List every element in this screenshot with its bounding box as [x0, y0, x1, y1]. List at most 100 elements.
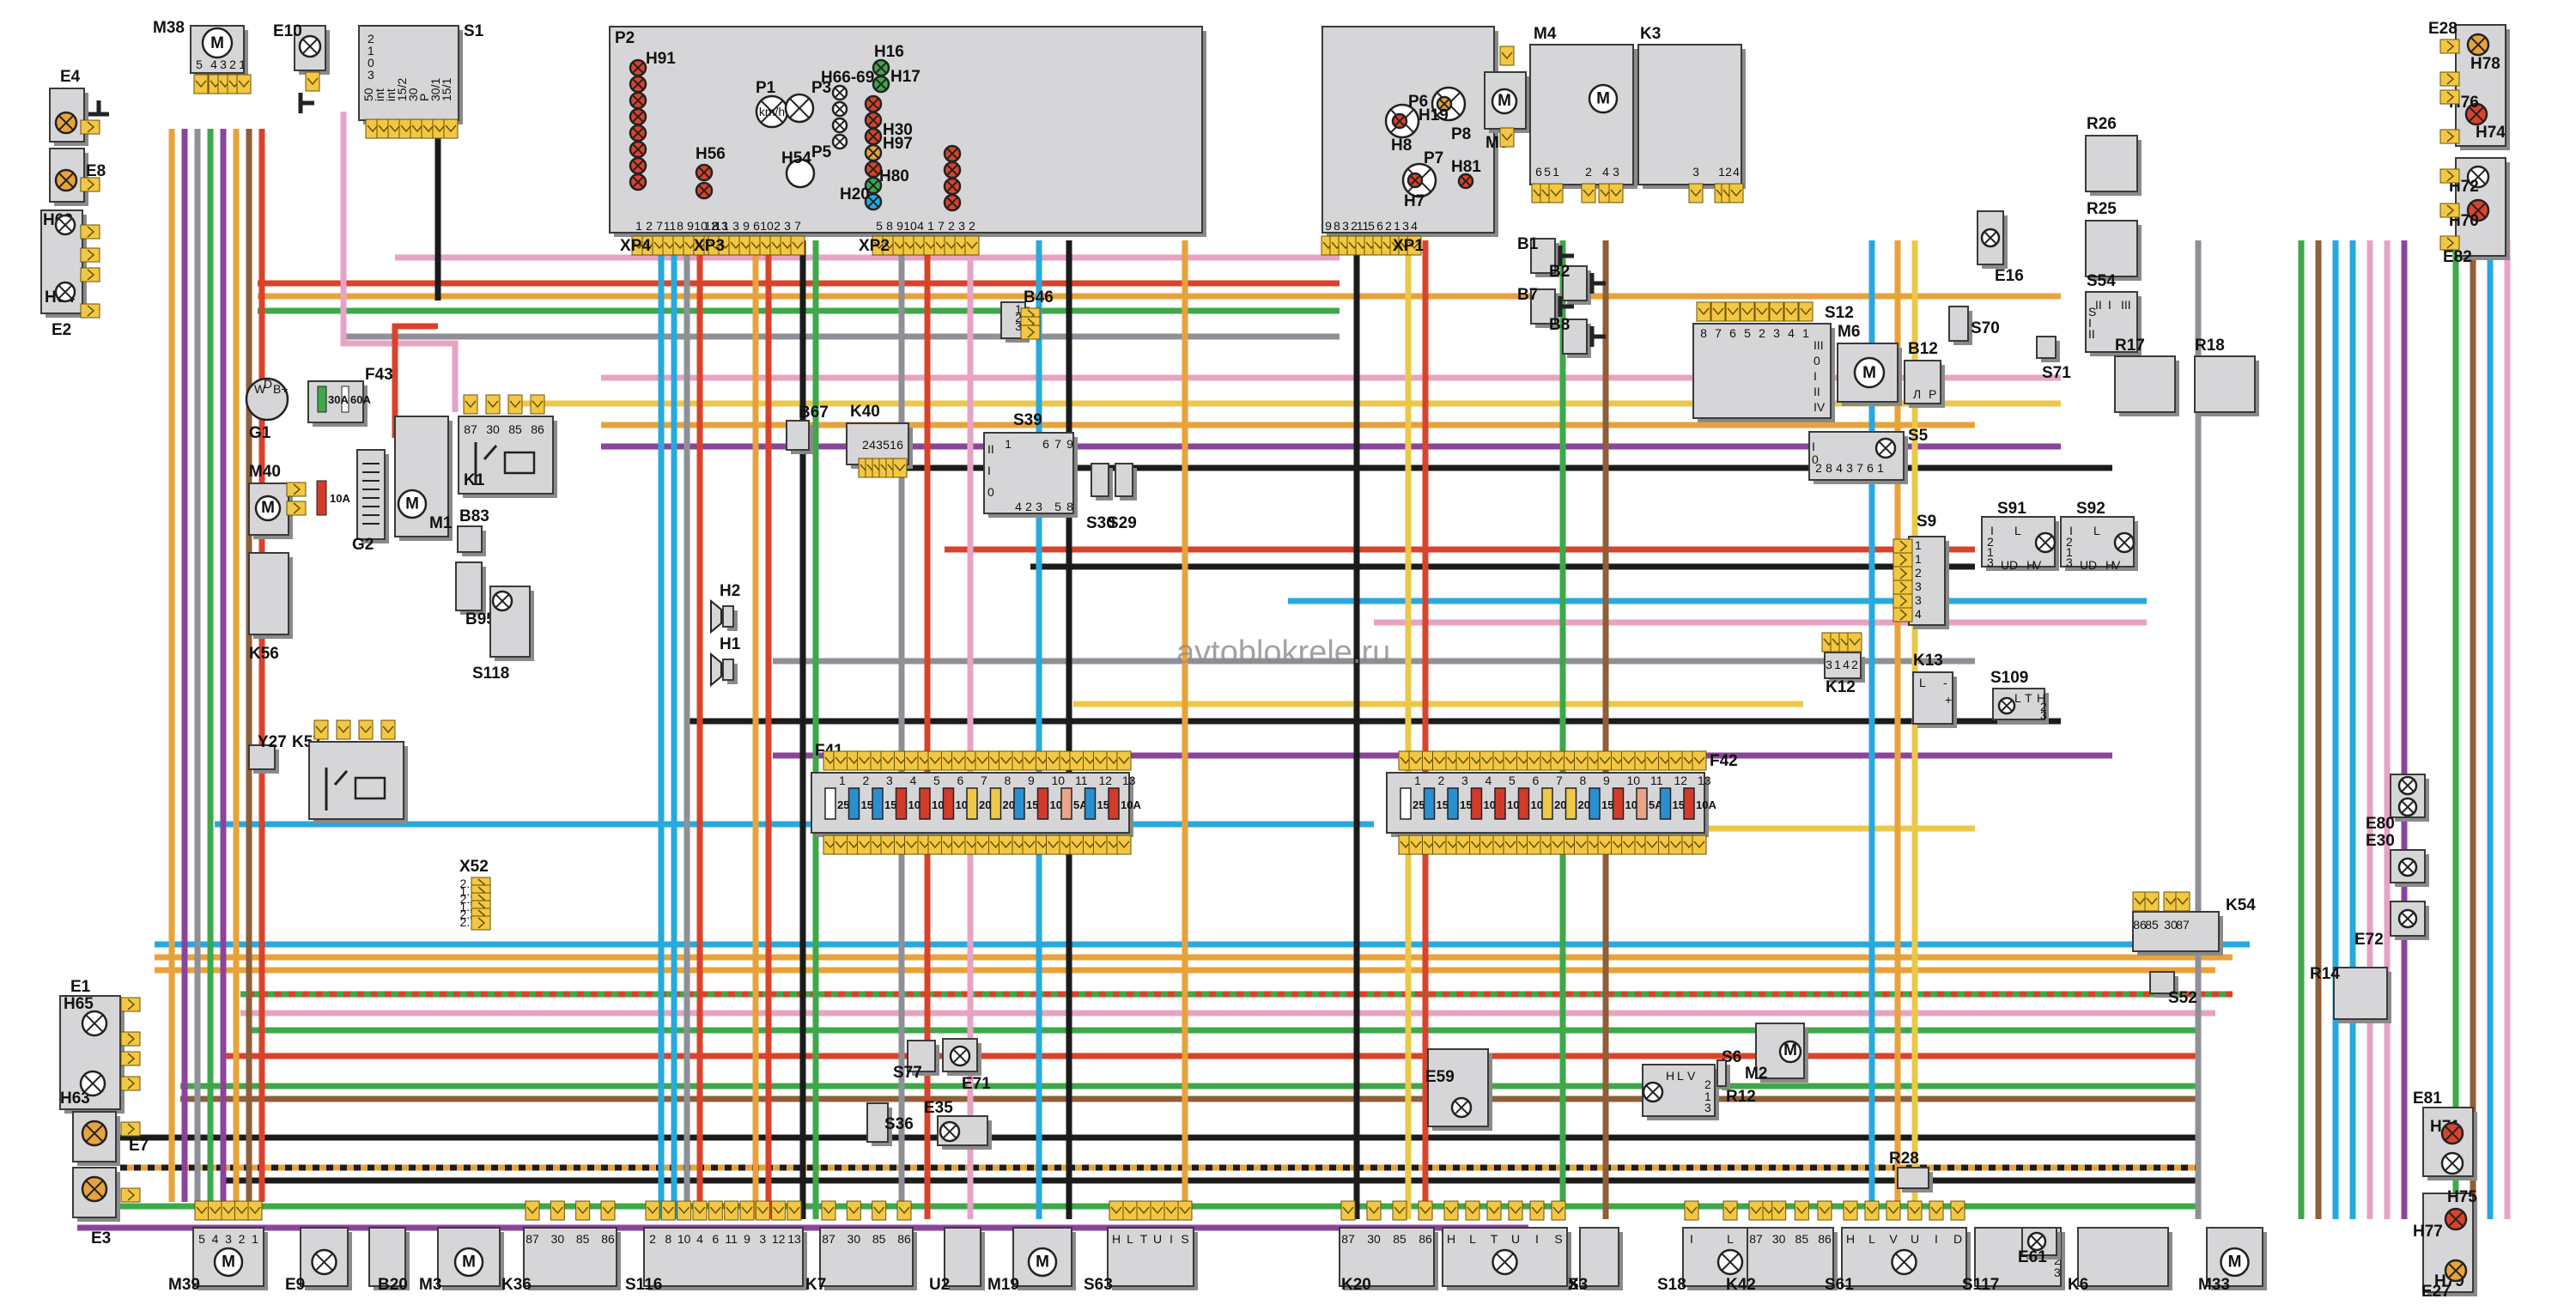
- switch-mark: H: [2026, 558, 2035, 572]
- terminal: [1479, 835, 1494, 855]
- switch-mark: 2: [2066, 535, 2073, 549]
- component-label-S1: S1: [464, 22, 484, 40]
- connector-pin: 5: [1368, 219, 1375, 233]
- lamp-cross: [1454, 1100, 1469, 1115]
- fuse-F42-4: [1470, 787, 1483, 820]
- switch-mark: 3: [2066, 555, 2073, 569]
- terminal-chevron: [1528, 756, 1540, 765]
- pin-label: 3: [759, 1232, 766, 1246]
- terminal-chevron: [848, 1206, 860, 1215]
- pin-label: 4: [1843, 658, 1850, 671]
- switch-mark: H: [1666, 1069, 1674, 1083]
- terminal: [1503, 750, 1518, 771]
- terminal-chevron: [1724, 1206, 1736, 1215]
- lamp-label-H17: H17: [890, 68, 920, 86]
- pin-label: 5: [198, 1232, 205, 1246]
- lamp-cross: [631, 61, 645, 75]
- terminal: [1392, 1200, 1407, 1221]
- component-label-S118: S118: [472, 665, 509, 683]
- component-K42: [1747, 1227, 1834, 1287]
- switch-mark: V: [2033, 558, 2042, 572]
- terminal: [771, 1200, 787, 1221]
- fuse-number: 13: [1698, 774, 1711, 787]
- terminal-chevron: [1583, 189, 1595, 197]
- terminal-chevron: [1480, 756, 1493, 765]
- lamp-cross: [2468, 106, 2485, 123]
- switch-mark: T: [2025, 691, 2032, 705]
- terminal-chevron: [1110, 1206, 1122, 1215]
- terminal-chevron: [1024, 841, 1036, 849]
- terminal: [857, 835, 872, 855]
- terminal-chevron: [1528, 841, 1540, 849]
- terminal-chevron: [1504, 756, 1516, 765]
- lamp-label-H66-69: H66-69: [821, 69, 874, 87]
- switch-mark: II: [2095, 298, 2102, 312]
- component-label-K7: K7: [805, 1276, 826, 1294]
- pin-label: S: [1554, 1232, 1562, 1246]
- terminal-chevron: [1899, 609, 1908, 621]
- connector-pin: 13: [714, 219, 728, 233]
- terminal: [80, 177, 100, 192]
- terminal: [80, 119, 100, 135]
- lamp-cross: [631, 110, 645, 124]
- motor-letter: M: [261, 499, 275, 517]
- switch-pin: 30: [406, 88, 420, 101]
- component-S1: [358, 25, 459, 121]
- component-label-E16: E16: [1995, 267, 2024, 285]
- terminal-chevron: [1693, 756, 1705, 765]
- terminal-chevron: [1071, 756, 1083, 765]
- component-label-G1: G1: [249, 424, 271, 442]
- component-label-K36: K36: [501, 1276, 532, 1294]
- terminal-chevron: [1457, 841, 1469, 849]
- component-S77: [907, 1040, 936, 1072]
- terminal: [1069, 750, 1084, 771]
- horn-icon: [710, 598, 722, 634]
- component-label-F43: F43: [365, 366, 393, 384]
- lamp-cross: [945, 196, 959, 209]
- component-label-E61: E61: [2018, 1248, 2047, 1266]
- pin-label: 8: [1066, 500, 1073, 513]
- lamp-label-H8: H8: [1391, 137, 1412, 155]
- motor-letter: M: [1862, 364, 1876, 382]
- pin-label: 2: [1025, 500, 1032, 513]
- component-R25: [2085, 220, 2138, 277]
- pin-label: 85: [1393, 1232, 1406, 1246]
- component-label-K6: K6: [2068, 1276, 2088, 1294]
- lamp-label-H74: H74: [2476, 124, 2506, 142]
- terminal: [1432, 835, 1447, 855]
- pin-label: 3: [220, 58, 227, 71]
- connector-pin: 3: [784, 219, 791, 233]
- terminal: [1109, 1200, 1124, 1221]
- switch-position: III: [1814, 338, 1824, 352]
- connector-pin: 9: [896, 219, 903, 233]
- terminal: [1692, 835, 1707, 855]
- pin-label: 6: [1867, 461, 1874, 475]
- component-K40: [846, 422, 909, 465]
- lamp-cross: [697, 166, 711, 179]
- lamp-cross: [631, 143, 645, 156]
- terminal: [286, 482, 307, 497]
- switch-mark: 3: [2040, 708, 2047, 722]
- fuse-F42-7: [1541, 787, 1553, 820]
- terminal-chevron: [1124, 1206, 1136, 1215]
- connector-pin: 1: [1394, 219, 1400, 233]
- motor-letter: M: [1783, 1041, 1797, 1059]
- lamp-label-H65: H65: [64, 995, 94, 1013]
- lamp-label-H30: H30: [883, 121, 913, 139]
- terminal-chevron: [2446, 130, 2455, 143]
- terminal: [1597, 835, 1613, 855]
- terminal-chevron: [1750, 1206, 1762, 1215]
- motor-icon: [1853, 356, 1886, 389]
- lamp-cross: [2444, 1125, 2461, 1142]
- terminal-chevron: [1690, 189, 1702, 197]
- voltmeter-icon: [785, 158, 816, 189]
- pin-label: 1: [239, 58, 246, 71]
- terminal: [194, 1200, 210, 1221]
- terminal: [724, 1200, 739, 1221]
- terminal: [1728, 183, 1744, 203]
- lamp-cross: [631, 94, 645, 107]
- component-R17: [2114, 355, 2176, 413]
- pin-label: H: [1112, 1232, 1121, 1246]
- terminal-chevron: [389, 124, 401, 133]
- terminal: [208, 1200, 222, 1221]
